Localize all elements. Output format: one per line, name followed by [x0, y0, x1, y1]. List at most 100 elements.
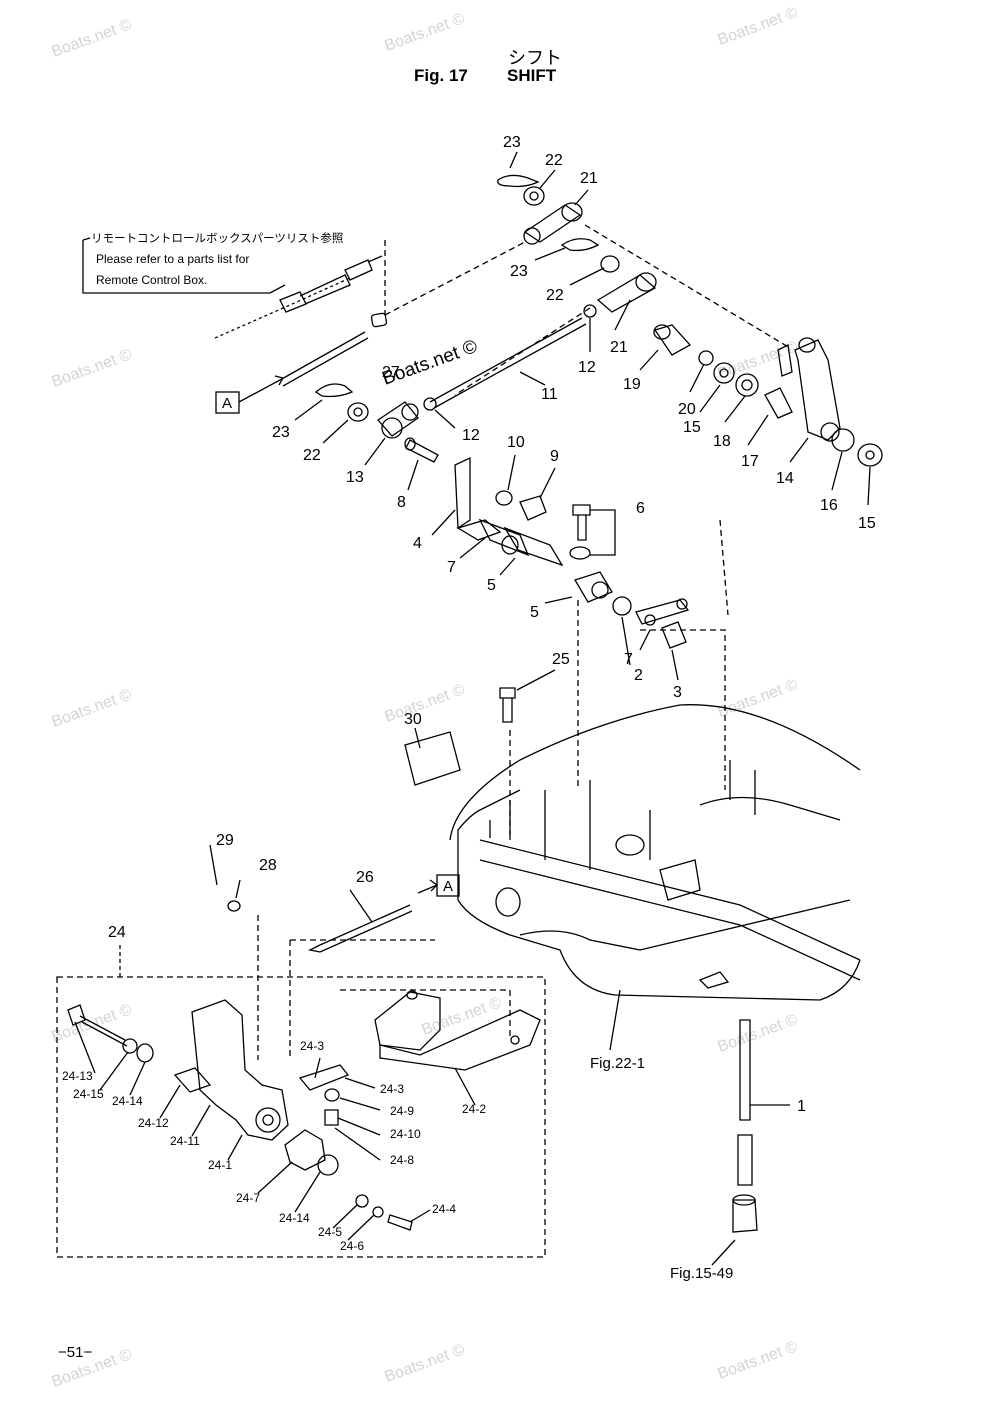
marker-a-box — [215, 391, 240, 414]
shaft-1-lower — [737, 1134, 753, 1186]
washer-22-top — [523, 186, 545, 206]
screw-24-10 — [324, 1109, 339, 1126]
callout-16: 16 — [820, 497, 838, 514]
callout-6: 6 — [636, 500, 645, 517]
joint-21-mid — [596, 274, 657, 313]
nut-3 — [661, 621, 687, 649]
callout-24-15: 24-15 — [73, 1087, 104, 1101]
callout-24-1: 24-1 — [208, 1158, 232, 1172]
washer-24-9 — [324, 1088, 340, 1102]
callout-20: 20 — [678, 401, 696, 418]
callout-24-11: 24-11 — [170, 1134, 200, 1148]
washer-15-left — [713, 362, 735, 384]
clip-24-3 — [298, 1064, 350, 1091]
rod-26 — [319, 904, 411, 946]
callout-24-8: 24-8 — [390, 1153, 414, 1167]
callout-4: 4 — [413, 535, 422, 552]
shaft-1-upper — [739, 1019, 751, 1121]
callout-29: 29 — [216, 832, 234, 849]
washer-24-14 — [136, 1043, 154, 1063]
plate-30 — [404, 731, 461, 786]
callout-24-14: 24-14 — [112, 1094, 143, 1108]
washer-18 — [735, 373, 759, 397]
callout-22: 22 — [546, 287, 564, 304]
callout-19: 19 — [623, 376, 641, 393]
note-japanese: リモートコントロールボックスパーツリスト参照 — [91, 231, 344, 245]
callout-9: 9 — [550, 448, 559, 465]
watermark-center: Boats.net © — [380, 336, 481, 390]
shift-arm-4 — [454, 456, 471, 530]
plate-24-2 — [374, 991, 441, 1051]
callout-11: 11 — [541, 386, 558, 403]
callout-28: 28 — [259, 857, 277, 874]
clip-23-low — [314, 383, 354, 398]
callout-24: 24 — [108, 924, 126, 941]
nut-28 — [227, 900, 241, 912]
callout-24-5: 24-5 — [318, 1225, 342, 1239]
washer-22-mid — [600, 255, 620, 273]
nut-9 — [519, 495, 547, 521]
callout-24-7: 24-7 — [236, 1191, 260, 1205]
callout-26: 26 — [356, 869, 374, 886]
washer-24-15 — [122, 1038, 138, 1054]
reference-fig-22-1: Fig.22-1 — [590, 1055, 645, 1072]
bracket-24-1 — [191, 999, 289, 1141]
joint-13 — [377, 401, 419, 437]
assembly-24-box — [56, 976, 546, 1258]
note-bracket — [82, 240, 286, 294]
reference-fig-15-49: Fig.15-49 — [670, 1265, 733, 1282]
callout-22: 22 — [303, 447, 321, 464]
callout-12: 12 — [462, 427, 480, 444]
callout-10: 10 — [507, 434, 525, 451]
figure-number: Fig. 17 — [414, 66, 468, 85]
note-line-1: Please refer to a parts list for — [96, 252, 250, 266]
callout-21: 21 — [610, 339, 628, 356]
callout-7: 7 — [447, 559, 456, 576]
callout-18: 18 — [713, 433, 731, 450]
callout-23: 23 — [272, 424, 290, 441]
joint-5-lower — [574, 571, 613, 603]
callout-15: 15 — [858, 515, 876, 532]
lever-14 — [794, 339, 841, 441]
bolt-25 — [499, 687, 516, 699]
callout-21: 21 — [580, 170, 598, 187]
coupler — [732, 1199, 758, 1233]
callout-13: 13 — [346, 469, 364, 486]
nut-12-top — [583, 304, 597, 318]
callout-24-13: 24-13 — [62, 1069, 93, 1083]
bolt-8 — [405, 439, 439, 463]
callout-24-3: 24-3 — [300, 1039, 324, 1053]
callout-30: 30 — [404, 711, 422, 728]
callout-24-10: 24-10 — [390, 1127, 421, 1141]
nut-27 — [370, 312, 388, 328]
collar-24-12 — [173, 1067, 212, 1093]
callout-24-14: 24-14 — [279, 1211, 310, 1225]
callout-5: 5 — [530, 604, 539, 621]
callout-2: 2 — [634, 667, 643, 684]
marker-a-label: A — [222, 395, 232, 412]
knob-24-7 — [284, 1129, 326, 1171]
collar-17 — [764, 387, 793, 419]
callout-22: 22 — [545, 152, 563, 169]
clip-23-mid — [560, 238, 600, 252]
callout-24-12: 24-12 — [138, 1116, 169, 1130]
note-line-2: Remote Control Box. — [96, 273, 208, 287]
marker-a-label-lower: A — [443, 878, 453, 895]
link-2 — [635, 599, 690, 625]
shift-rod-11 — [429, 317, 583, 403]
bolt-19 — [653, 324, 692, 356]
bottom-cowling — [449, 704, 861, 1001]
callout-23: 23 — [510, 263, 528, 280]
callout-24-9: 24-9 — [390, 1104, 414, 1118]
figure-title: SHIFT — [507, 66, 557, 85]
callout-24-3: 24-3 — [380, 1082, 404, 1096]
washer-10 — [495, 490, 513, 506]
callout-3: 3 — [673, 684, 682, 701]
washer-24-14-lower — [317, 1154, 339, 1176]
callout-5: 5 — [487, 577, 496, 594]
bolt-24-13 — [67, 1004, 86, 1026]
callout-27: 27 — [382, 364, 400, 381]
callout-14: 14 — [776, 470, 794, 487]
